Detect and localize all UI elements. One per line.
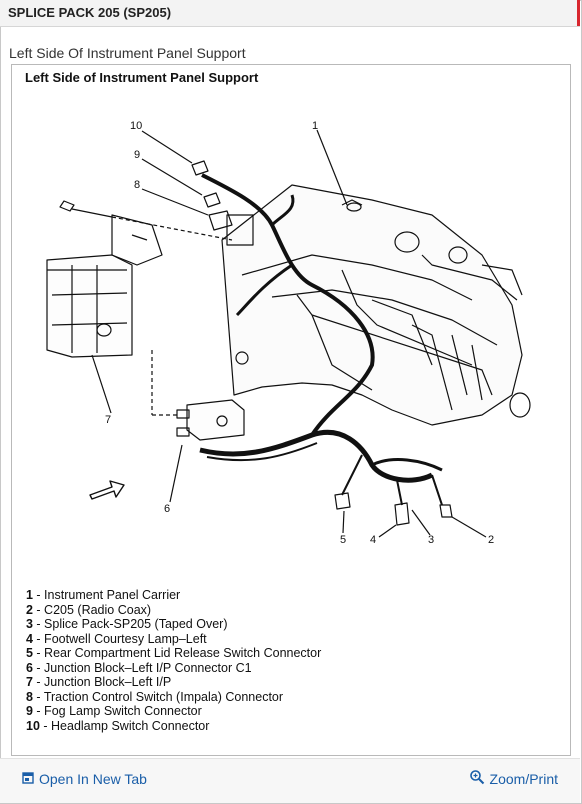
legend-number: 4 [26, 631, 33, 646]
figure-panel: 1 10 9 8 7 6 5 4 3 2 Left Side of Instru… [11, 64, 571, 756]
legend-text: - Fog Lamp Switch Connector [32, 704, 202, 718]
legend-item: 5 - Rear Compartment Lid Release Switch … [26, 646, 321, 661]
zoom-print-link[interactable]: Zoom/Print [469, 769, 558, 788]
callout-9: 9 [134, 149, 140, 161]
legend-item: 10 - Headlamp Switch Connector [26, 719, 321, 734]
legend-number: 3 [26, 617, 33, 631]
legend-text: - Footwell Courtesy Lamp–Left [32, 631, 207, 646]
callout-3: 3 [428, 534, 434, 546]
legend-number: 6 [26, 660, 33, 675]
legend-number: 7 [26, 675, 33, 689]
legend-text: - Splice Pack-SP205 (Taped Over) [32, 617, 228, 631]
legend-text: - Traction Control Switch (Impala) Conne… [32, 689, 284, 704]
legend-number: 10 [26, 718, 40, 733]
callout-8: 8 [134, 179, 140, 191]
accent-bar [577, 0, 580, 26]
callout-4: 4 [370, 534, 376, 546]
zoom-print-label: Zoom/Print [489, 770, 558, 787]
legend-text: - Junction Block–Left I/P Connector C1 [32, 660, 252, 675]
legend-number: 1 [26, 588, 33, 602]
legend-item: 8 - Traction Control Switch (Impala) Con… [26, 690, 321, 705]
open-in-new-tab-icon [22, 771, 34, 787]
callout-1: 1 [312, 120, 318, 132]
magnifier-icon [469, 769, 485, 788]
legend-number: 9 [26, 704, 33, 718]
legend-text: - Rear Compartment Lid Release Switch Co… [32, 646, 322, 660]
title-bar: SPLICE PACK 205 (SP205) [0, 0, 580, 27]
figure-title: Left Side of Instrument Panel Support [25, 70, 259, 85]
callout-7: 7 [105, 414, 111, 426]
callout-2: 2 [488, 534, 494, 546]
callout-10: 10 [130, 120, 142, 132]
figure-subtitle: Left Side Of Instrument Panel Support [9, 45, 246, 61]
legend-item: 2 - C205 (Radio Coax) [26, 603, 321, 618]
legend-item: 4 - Footwell Courtesy Lamp–Left [26, 632, 321, 647]
legend-number: 5 [26, 646, 33, 660]
legend-item: 7 - Junction Block–Left I/P [26, 675, 321, 690]
legend-item: 3 - Splice Pack-SP205 (Taped Over) [26, 617, 321, 632]
callout-5: 5 [340, 534, 346, 546]
footer-bar: Open In New Tab Zoom/Print [0, 758, 580, 803]
legend-item: 9 - Fog Lamp Switch Connector [26, 704, 321, 719]
legend-item: 6 - Junction Block–Left I/P Connector C1 [26, 661, 321, 676]
legend-text: - Junction Block–Left I/P [32, 675, 172, 689]
legend-text: - Headlamp Switch Connector [39, 718, 210, 733]
legend-number: 2 [26, 602, 33, 617]
legend-text: - Instrument Panel Carrier [32, 588, 181, 602]
legend-number: 8 [26, 689, 33, 704]
open-in-new-tab-link[interactable]: Open In New Tab [22, 771, 147, 787]
open-in-new-tab-label: Open In New Tab [39, 771, 147, 787]
page-title: SPLICE PACK 205 (SP205) [8, 5, 172, 20]
callout-6: 6 [164, 503, 170, 515]
legend-text: - C205 (Radio Coax) [32, 602, 152, 617]
legend-item: 1 - Instrument Panel Carrier [26, 588, 321, 603]
wiring-diagram: 1 10 9 8 7 6 5 4 3 2 [46, 120, 531, 546]
